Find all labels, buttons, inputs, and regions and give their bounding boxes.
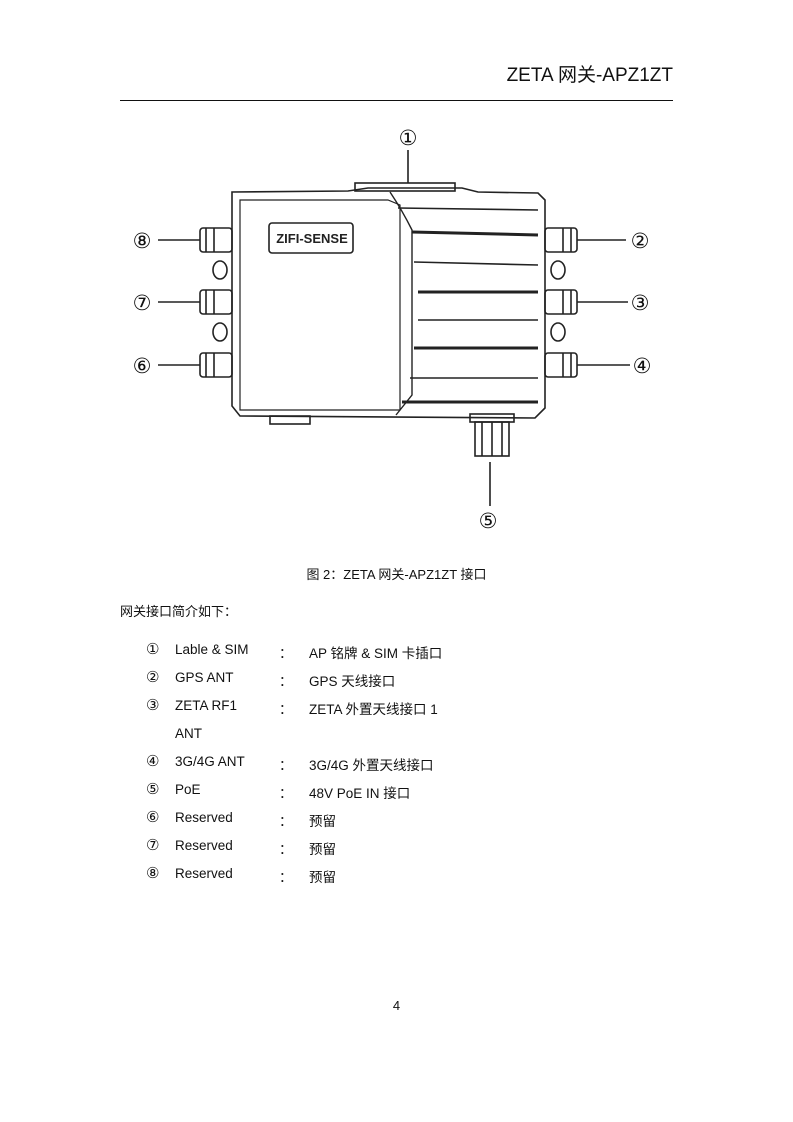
- item-number: ③: [146, 697, 160, 714]
- item-number: ⑥: [146, 809, 160, 826]
- gateway-device-figure: ZIFI-SENSE ① ② ③ ④ ⑤ ⑥ ⑦ ⑧: [133, 126, 652, 533]
- callout-6: ⑥: [133, 354, 152, 378]
- item-description: 预留: [309, 870, 336, 885]
- callout-1: ①: [399, 126, 418, 150]
- item-name-continued: ANT: [175, 726, 202, 741]
- brand-label-box: [268, 222, 354, 254]
- item-separator: ：: [279, 870, 293, 885]
- item-name: PoE: [175, 782, 201, 797]
- intro-text: 网关接口简介如下：: [120, 604, 238, 619]
- device-housing: [231, 187, 546, 419]
- item-separator: ：: [279, 702, 293, 717]
- item-number: ④: [146, 753, 160, 770]
- figure-caption: 图 2：ZETA 网关-APZ1ZT 接口: [306, 567, 487, 582]
- item-number: ⑦: [146, 837, 160, 854]
- item-number: ⑤: [146, 781, 160, 798]
- callout-3: ③: [631, 291, 650, 315]
- list-item: ⑤ PoE ： 48V PoE IN 接口: [0, 778, 793, 806]
- item-separator: ：: [279, 646, 293, 661]
- right-connectors: [544, 227, 578, 378]
- item-separator: ：: [279, 842, 293, 857]
- item-name: Reserved: [175, 838, 233, 853]
- list-item: ④ 3G/4G ANT ： 3G/4G 外置天线接口: [0, 750, 793, 778]
- item-description: 48V PoE IN 接口: [309, 786, 411, 801]
- item-name: Reserved: [175, 810, 233, 825]
- callout-4: ④: [633, 354, 652, 378]
- item-description: AP 铭牌 & SIM 卡插口: [309, 646, 443, 661]
- callout-8: ⑧: [133, 229, 152, 253]
- item-name: Lable & SIM: [175, 642, 249, 657]
- item-name: 3G/4G ANT: [175, 754, 245, 769]
- list-item: ① Lable & SIM ： AP 铭牌 & SIM 卡插口: [0, 638, 793, 666]
- page-number: 4: [392, 998, 401, 1013]
- item-number: ①: [146, 641, 160, 658]
- list-item: ⑥ Reserved ： 预留: [0, 806, 793, 834]
- list-item: ② GPS ANT ： GPS 天线接口: [0, 666, 793, 694]
- callout-2: ②: [631, 229, 650, 253]
- callout-7: ⑦: [133, 291, 152, 315]
- list-item: ⑦ Reserved ： 预留: [0, 834, 793, 862]
- list-item-continuation: ANT: [0, 722, 793, 750]
- item-separator: ：: [279, 786, 293, 801]
- item-separator: ：: [279, 758, 293, 773]
- item-description: ZETA 外置天线接口 1: [309, 702, 438, 717]
- list-item: ⑧ Reserved ： 预留: [0, 862, 793, 890]
- item-name: Reserved: [175, 866, 233, 881]
- left-connectors: [199, 227, 233, 378]
- item-name: GPS ANT: [175, 670, 234, 685]
- list-item: ③ ZETA RF1 ： ZETA 外置天线接口 1: [0, 694, 793, 722]
- interface-list: ① Lable & SIM ： AP 铭牌 & SIM 卡插口 ② GPS AN…: [0, 638, 793, 890]
- item-number: ⑧: [146, 865, 160, 882]
- item-separator: ：: [279, 674, 293, 689]
- item-description: 3G/4G 外置天线接口: [309, 758, 434, 773]
- callout-5: ⑤: [479, 509, 498, 533]
- brand-label: ZIFI-SENSE: [276, 231, 348, 246]
- item-description: GPS 天线接口: [309, 674, 396, 689]
- header-divider: [120, 100, 673, 101]
- item-description: 预留: [309, 814, 336, 829]
- item-separator: ：: [279, 814, 293, 829]
- item-number: ②: [146, 669, 160, 686]
- item-name: ZETA RF1: [175, 698, 238, 713]
- page-header-title: ZETA 网关-APZ1ZT: [506, 65, 673, 86]
- label-sim-slot: [354, 182, 456, 192]
- item-description: 预留: [309, 842, 336, 857]
